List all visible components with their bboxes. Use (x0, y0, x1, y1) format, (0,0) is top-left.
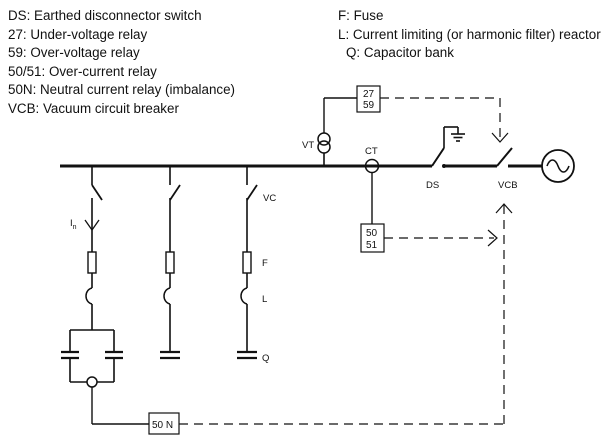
fuse-icon (242, 251, 252, 274)
vt-icon (317, 97, 357, 166)
fuse-label: F (262, 258, 268, 269)
relay-27-label: 27 (363, 89, 375, 100)
legend-item-50-51: 50/51: Over-current relay (8, 63, 157, 79)
legend-item-ds: DS: Earthed disconnector switch (8, 8, 202, 23)
ct-icon (364, 158, 380, 224)
legend-item-59: 59: Over-voltage relay (8, 45, 140, 61)
ds-label: DS (426, 180, 439, 191)
earth-icon (451, 133, 465, 142)
reactor-icon (240, 287, 248, 305)
fuse-icon (87, 251, 97, 274)
legend-item-vcb: VCB: Vacuum circuit breaker (8, 100, 179, 116)
feeder-3 (237, 166, 258, 360)
legend-right: F: Fuse L: Current limiting (or harmonic… (338, 7, 601, 63)
reactor-icon (163, 287, 171, 305)
reactor-icon (85, 287, 93, 305)
trip-arrow-icon (491, 132, 509, 143)
ac-source-icon (541, 149, 575, 183)
legend-item-50n: 50N: Neutral current relay (imbalance) (8, 82, 235, 98)
link-arrow-icon (487, 229, 498, 247)
feeder-2 (160, 166, 181, 360)
vcb-label: VCB (498, 180, 518, 191)
relay-50-label: 50 (366, 228, 378, 239)
current-label: In (70, 218, 77, 231)
fuse-icon (165, 251, 175, 274)
neutral-ct-icon (86, 376, 98, 388)
vc-label: VC (263, 193, 276, 204)
ds-switch-icon (431, 126, 459, 168)
relay-51-label: 51 (366, 240, 378, 251)
trip-arrow-up-icon (495, 203, 513, 214)
capacitor-label: Q (262, 353, 269, 364)
relay-59-label: 59 (363, 100, 375, 111)
feeder-1 (61, 166, 149, 425)
vt-label: VT (302, 140, 314, 151)
legend-item-f: F: Fuse (338, 8, 384, 23)
current-arrow-icon (84, 219, 100, 232)
ct-label: CT (365, 146, 378, 157)
legend-left: DS: Earthed disconnector switch 27: Unde… (8, 7, 235, 119)
relay-27-59-box (356, 85, 381, 113)
relay-50n-label: 50 N (152, 420, 173, 431)
legend-item-q: Q: Capacitor bank (346, 45, 454, 61)
vcb-breaker-icon (496, 147, 513, 167)
legend-item-l: L: Current limiting (or harmonic filter)… (338, 26, 601, 42)
legend-item-27: 27: Under-voltage relay (8, 26, 148, 42)
reactor-label: L (262, 294, 267, 305)
